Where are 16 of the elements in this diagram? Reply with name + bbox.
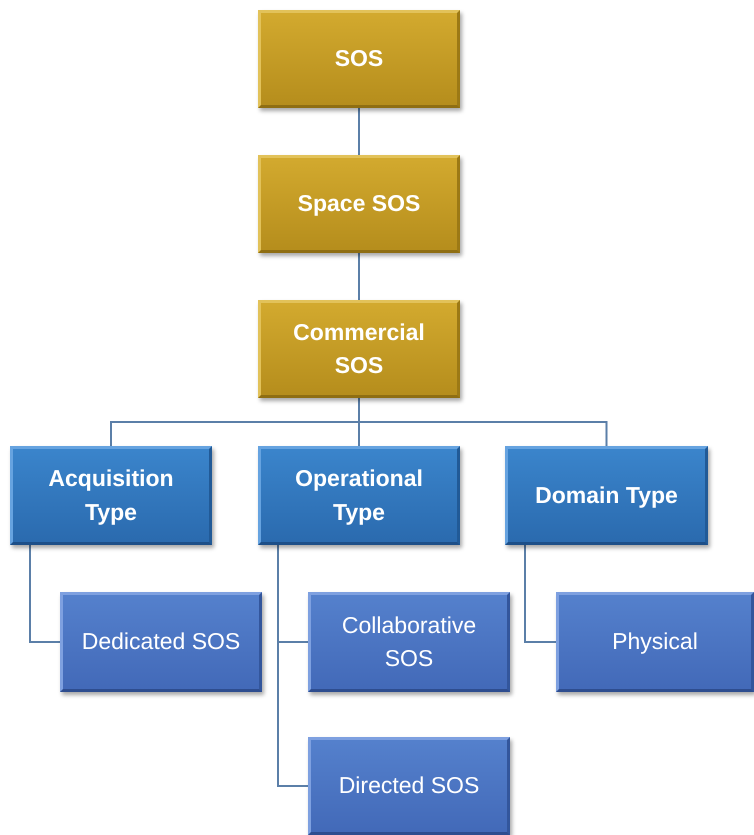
category-box: Space SOS (258, 155, 460, 253)
type-box: Acquisition Type (10, 446, 212, 545)
subtype-box: Physical (556, 592, 754, 692)
connector-line (29, 545, 60, 643)
subtype-box: Directed SOS (308, 737, 510, 835)
type-box: Operational Type (258, 446, 460, 545)
type-box: Domain Type (505, 446, 708, 545)
category-box: Commercial SOS (258, 300, 460, 398)
subtype-box: Collaborative SOS (308, 592, 510, 692)
connector-line (277, 545, 308, 787)
category-box: SOS (258, 10, 460, 108)
subtype-box: Dedicated SOS (60, 592, 262, 692)
connector-line (524, 545, 556, 643)
connector-line (358, 398, 608, 446)
connector-line (358, 253, 360, 300)
connector-line (358, 108, 360, 155)
